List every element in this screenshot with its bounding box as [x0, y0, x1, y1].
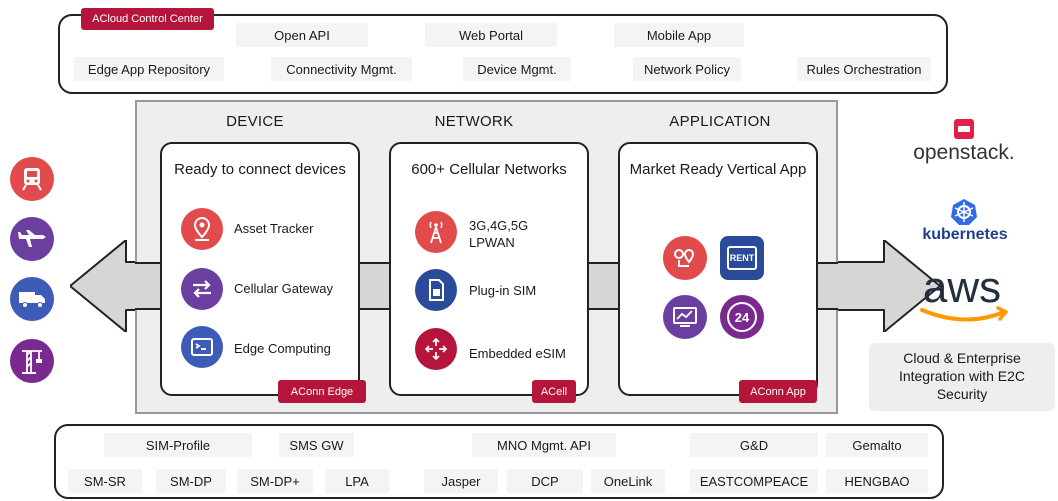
- aconn-app-tag: AConn App: [739, 380, 817, 403]
- eastcompeace-chip: EASTCOMPEACE: [690, 469, 818, 493]
- monitor-chart-icon: [663, 295, 707, 339]
- crane-icon: [10, 339, 54, 383]
- rent-icon-text: RENT: [727, 246, 757, 270]
- cloud-caption-line-1: Cloud & Enterprise: [903, 350, 1021, 366]
- edge-computing-label: Edge Computing: [234, 341, 331, 356]
- jasper-chip: Jasper: [424, 469, 498, 493]
- location-pin-icon: [181, 208, 223, 250]
- rules-orchestration-chip: Rules Orchestration: [797, 57, 931, 81]
- aws-logo: aws: [922, 263, 1002, 312]
- connectivity-mgmt-chip: Connectivity Mgmt.: [271, 57, 412, 81]
- mobile-app-chip: Mobile App: [614, 23, 744, 47]
- train-icon: [10, 157, 54, 201]
- asset-tracker-label: Asset Tracker: [234, 221, 314, 236]
- open-api-chip: Open API: [236, 23, 368, 47]
- 24-icon-text: 24: [727, 302, 757, 332]
- 24-hour-icon: 24: [720, 295, 764, 339]
- edge-app-repository-chip: Edge App Repository: [74, 57, 224, 81]
- gemalto-chip: Gemalto: [826, 433, 928, 457]
- gd-chip: G&D: [690, 433, 818, 457]
- lpa-chip: LPA: [325, 469, 389, 493]
- mno-mgmt-api-chip: MNO Mgmt. API: [472, 433, 616, 457]
- terminal-icon: [181, 326, 223, 368]
- network-router-icon: [415, 328, 457, 370]
- openstack-logo-icon: [954, 119, 974, 139]
- sms-gw-chip: SMS GW: [279, 433, 354, 457]
- dcp-chip: DCP: [507, 469, 583, 493]
- application-header: APPLICATION: [669, 113, 771, 130]
- device-mgmt-chip: Device Mgmt.: [463, 57, 571, 81]
- lpwan-label: LPWAN: [469, 235, 515, 250]
- onelink-chip: OneLink: [591, 469, 665, 493]
- airplane-icon: [10, 217, 54, 261]
- control-center-tag: ACloud Control Center: [81, 8, 214, 30]
- plug-in-sim-label: Plug-in SIM: [469, 283, 537, 298]
- sm-dp-plus-chip: SM-DP+: [237, 469, 313, 493]
- truck-icon: [10, 277, 54, 321]
- network-card-title: 600+ Cellular Networks: [411, 161, 567, 178]
- sm-sr-chip: SM-SR: [68, 469, 142, 493]
- aws-smile-icon: [920, 306, 1008, 322]
- aconn-edge-tag: AConn Edge: [278, 380, 366, 403]
- cellular-gateway-label: Cellular Gateway: [234, 281, 333, 296]
- cloud-integration-box: Cloud & Enterprise Integration with E2C …: [869, 343, 1055, 411]
- kubernetes-logo-icon: [951, 199, 977, 225]
- rent-calendar-icon: RENT: [720, 236, 764, 280]
- device-card-title: Ready to connect devices: [174, 161, 346, 178]
- cloud-caption-line-3: Security: [936, 386, 988, 402]
- network-header: NETWORK: [434, 113, 514, 130]
- acell-tag: ACell: [532, 380, 576, 403]
- sm-dp-chip: SM-DP: [156, 469, 226, 493]
- 3g-4g-5g-label: 3G,4G,5G: [469, 218, 529, 233]
- route-pin-icon: [663, 236, 707, 280]
- device-header: DEVICE: [226, 113, 284, 130]
- sim-card-icon: [415, 269, 457, 311]
- application-card: [618, 142, 818, 396]
- swap-arrows-icon: [181, 268, 223, 310]
- application-card-title: Market Ready Vertical App: [629, 161, 807, 178]
- kubernetes-logo: kubernetes: [922, 226, 1008, 243]
- sim-profile-chip: SIM-Profile: [104, 433, 252, 457]
- network-policy-chip: Network Policy: [633, 57, 741, 81]
- web-portal-chip: Web Portal: [425, 23, 557, 47]
- cell-tower-icon: [415, 211, 457, 253]
- cloud-caption-line-2: Integration with E2C: [898, 368, 1026, 384]
- embedded-esim-label: Embedded eSIM: [469, 346, 566, 361]
- openstack-logo: openstack.: [913, 141, 1015, 164]
- hengbao-chip: HENGBAO: [826, 469, 928, 493]
